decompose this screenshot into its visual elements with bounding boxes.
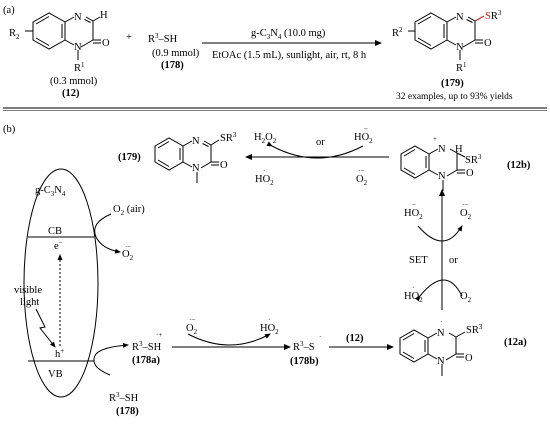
i12b-n-bottom: N bbox=[438, 171, 446, 182]
plus-sign: + bbox=[126, 32, 132, 43]
product-id: (179) bbox=[441, 78, 464, 89]
reactant-o: O bbox=[102, 38, 110, 49]
i12a-sr3: SR3 bbox=[466, 323, 483, 336]
product-n-bottom: N bbox=[456, 42, 464, 53]
intermediate-12-label: (12) bbox=[346, 333, 364, 344]
hoo-radical-set: HO2 bbox=[404, 291, 423, 304]
i12b-o: O bbox=[466, 168, 474, 179]
intermediate-12a-structure bbox=[399, 329, 466, 376]
hoo-radical-top-mark: · bbox=[263, 167, 265, 175]
electron-label: e− bbox=[54, 239, 63, 252]
conditions-solvent: EtOAc (1.5 mL), sunlight, air, rt, 8 h bbox=[212, 50, 367, 61]
product-sr3: SR3 bbox=[485, 9, 502, 22]
thiol-oxidation-arrow bbox=[93, 342, 129, 376]
superoxide-top: O2 bbox=[356, 174, 368, 187]
intermediate-12b-id: (12b) bbox=[507, 160, 531, 171]
set-curved-arrow-bottom bbox=[414, 279, 463, 302]
conditions-catalyst: g-C3N4 (10.0 mg) bbox=[251, 28, 326, 41]
p179-n-top: N bbox=[192, 136, 200, 147]
hoo-minus-top: HO2 bbox=[354, 132, 373, 145]
p179-o: O bbox=[220, 160, 228, 171]
product-n-top: N bbox=[456, 12, 464, 23]
superoxide-cb-mark: ·− bbox=[125, 243, 131, 251]
radical-cation-mark: ·+ bbox=[156, 331, 162, 339]
cb-label: CB bbox=[48, 226, 62, 237]
visible-light-label-1: visible bbox=[14, 285, 42, 296]
reactant-n-top: N bbox=[74, 12, 82, 23]
i12a-n-top: N bbox=[437, 328, 445, 339]
rearomatization-or-label: or bbox=[316, 137, 325, 148]
radical-cation-id: (178a) bbox=[132, 355, 160, 366]
p179-n-bottom: N bbox=[192, 163, 200, 174]
superoxide-set-mark: ·− bbox=[462, 201, 468, 209]
thiol-amount: (0.9 mmol) bbox=[152, 48, 200, 59]
superoxide-top-mark: ·− bbox=[358, 167, 364, 175]
i12b-h: H bbox=[455, 144, 463, 155]
reactant-r1: R1 bbox=[74, 61, 85, 74]
hoo-minus-set-mark: − bbox=[412, 201, 416, 209]
product-quinoxalinone-structure bbox=[408, 12, 483, 60]
product-o: O bbox=[484, 38, 492, 49]
product-r1: R1 bbox=[456, 61, 467, 74]
thiol-bottom-id: (178) bbox=[116, 406, 139, 417]
product-yield-note: 32 examples, up to 93% yields bbox=[396, 92, 513, 102]
thiyl-radical-mark: · bbox=[319, 333, 321, 341]
thiyl-radical-id: (178b) bbox=[290, 356, 319, 367]
hoo-minus-set: HO2 bbox=[404, 208, 423, 221]
superoxide-mid: O2 bbox=[186, 323, 198, 336]
cycle-product-179-structure bbox=[154, 137, 220, 183]
thiol-bottom: R3–SH bbox=[109, 391, 139, 404]
product-cs-bond bbox=[474, 15, 485, 22]
light-arrow bbox=[35, 308, 56, 348]
reactant-n-bottom: N bbox=[74, 42, 82, 53]
reactant-h: H bbox=[100, 10, 108, 21]
h2o2-label: H2O2 bbox=[254, 132, 277, 145]
thiyl-radical: R3–S bbox=[293, 340, 315, 353]
hole-label: h+ bbox=[55, 347, 64, 360]
superoxide-cb: O2 bbox=[122, 249, 134, 262]
o2-reduction-arrow bbox=[94, 213, 121, 254]
o2-air-label: O2 (air) bbox=[113, 204, 145, 217]
superoxide-mid-mark: ·− bbox=[189, 316, 195, 324]
i12a-o: O bbox=[465, 353, 473, 364]
i12b-n-top: N bbox=[438, 144, 446, 155]
thiol-reagent: R3–SH bbox=[148, 32, 178, 45]
i12a-n-bottom: N bbox=[437, 356, 445, 367]
radical-cation: R3–SH bbox=[132, 340, 162, 353]
hoo-minus-top-mark: − bbox=[364, 125, 368, 133]
i12a-radical-mark: · bbox=[440, 318, 442, 326]
thiol-id: (178) bbox=[161, 60, 184, 71]
set-or-label: or bbox=[449, 255, 458, 266]
panel-b-label: (b) bbox=[3, 124, 16, 135]
set-label: SET bbox=[409, 255, 428, 266]
reactant-amount: (0.3 mmol) bbox=[50, 76, 98, 87]
intermediate-12a-id: (12a) bbox=[504, 337, 527, 348]
hoo-mid-mark: · bbox=[268, 316, 270, 324]
vb-label: VB bbox=[48, 369, 63, 380]
superoxide-to-hoo-arrow bbox=[187, 333, 271, 346]
hoo-radical-set-mark: · bbox=[412, 284, 414, 292]
catalyst-label: g-C3N4 bbox=[35, 185, 66, 198]
reactant-r2: R2 bbox=[9, 28, 20, 41]
superoxide-set: O2 bbox=[460, 208, 472, 221]
product-r2: R2 bbox=[392, 26, 403, 39]
i12b-plus-mark: + bbox=[433, 135, 437, 143]
cycle-product-id: (179) bbox=[118, 152, 141, 163]
hoo-mid: HO2 bbox=[260, 323, 279, 336]
reactant-quinoxalinone-structure bbox=[25, 12, 101, 60]
panel-a-label: (a) bbox=[3, 5, 15, 16]
o2-set: O2 bbox=[460, 291, 472, 304]
p179-sr3: SR3 bbox=[220, 131, 237, 144]
set-curved-arrow-top bbox=[417, 225, 463, 242]
i12b-sr3: SR3 bbox=[465, 153, 482, 166]
hoo-radical-top: HO2 bbox=[255, 174, 274, 187]
visible-light-label-2: light bbox=[20, 297, 39, 308]
reactant-id: (12) bbox=[62, 88, 80, 99]
rearomatization-curved-arrow bbox=[266, 141, 364, 159]
intermediate-12b-structure bbox=[400, 145, 466, 191]
photocatalyst-ellipse bbox=[23, 168, 99, 398]
